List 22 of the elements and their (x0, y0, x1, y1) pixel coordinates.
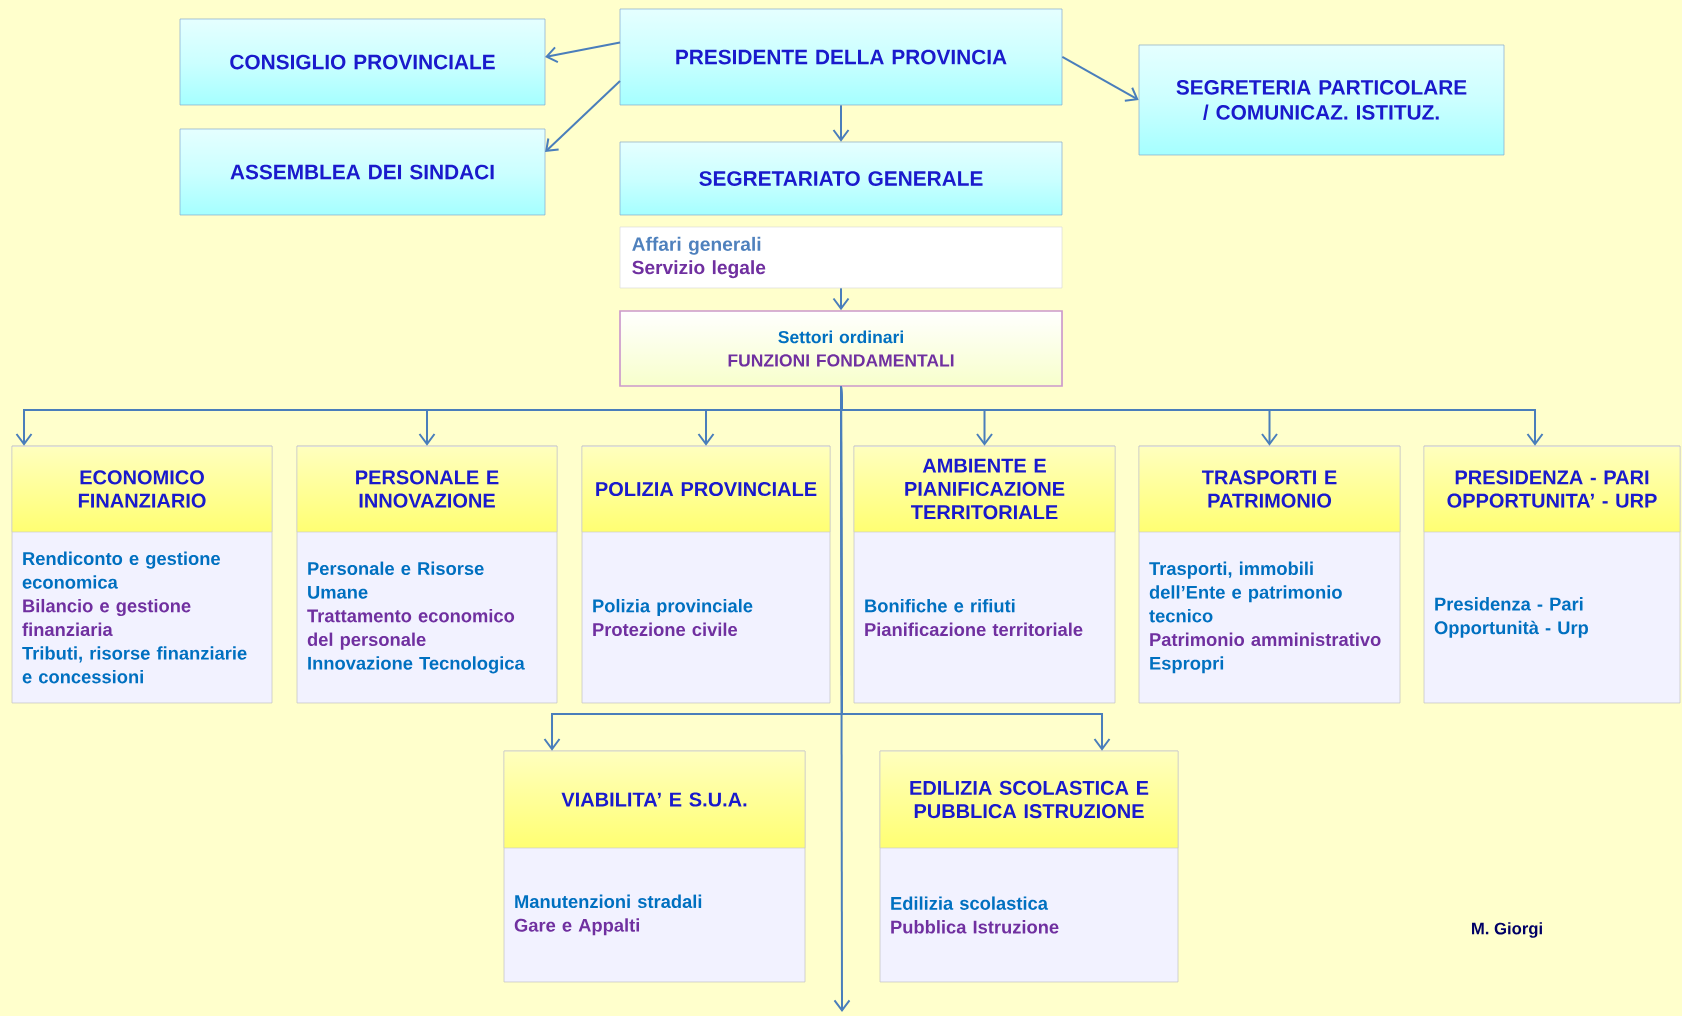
sector-box: VIABILITA’ E S.U.A. Manutenzioni stradali Gare e Appalti (503, 750, 806, 983)
arrow (545, 41, 621, 64)
sector-box: TRASPORTI E PATRIMONIO Trasporti, immobili dell’Ente e patrimonio tecnico Patrimonio amministrativo Espropri (1138, 445, 1401, 704)
title-box: ASSEMBLEA DEI SINDACI (179, 128, 546, 216)
arrow (833, 385, 851, 1012)
title-box: SEGRETERIA PARTICOLARE / COMUNICAZ. ISTITUZ. (1138, 44, 1505, 156)
list-box: Affari generali Servizio legale (619, 226, 1063, 289)
sector-box: EDILIZIA SCOLASTICA E PUBBLICA ISTRUZIONE Edilizia scolastica Pubblica Istruzione (879, 750, 1179, 983)
arrow (1061, 56, 1139, 102)
sector-box: AMBIENTE E PIANIFICAZIONE TERRITORIALE Bonifiche e rifiuti Pianificazione territoriale (853, 445, 1116, 704)
sector-box: PRESIDENZA - PARI OPPORTUNITA’ - URP Presidenza - Pari Opportunità - Urp (1423, 445, 1681, 704)
sector-group-box: Settori ordinari FUNZIONI FONDAMENTALI (619, 310, 1063, 387)
sector-box: ECONOMICO FINANZIARIO Rendiconto e gestione economica Bilancio e gestione finanziaria Tributi, risorse finanziarie e concessioni (11, 445, 273, 704)
sector-box: POLIZIA PROVINCIALE Polizia provinciale Protezione civile (581, 445, 831, 704)
arrow (832, 287, 850, 311)
title-box: PRESIDENTE DELLA PROVINCIA (619, 8, 1063, 106)
sector-box: PERSONALE E INNOVAZIONE Personale e Risorse Umane Trattamento economico del personale Innovazione Tecnologica (296, 445, 558, 704)
arrow (832, 104, 850, 142)
arrow (545, 80, 621, 152)
title-box: SEGRETARIATO GENERALE (619, 141, 1063, 216)
author-note: M. Giorgi (1472, 922, 1542, 938)
title-box: CONSIGLIO PROVINCIALE (179, 18, 546, 106)
